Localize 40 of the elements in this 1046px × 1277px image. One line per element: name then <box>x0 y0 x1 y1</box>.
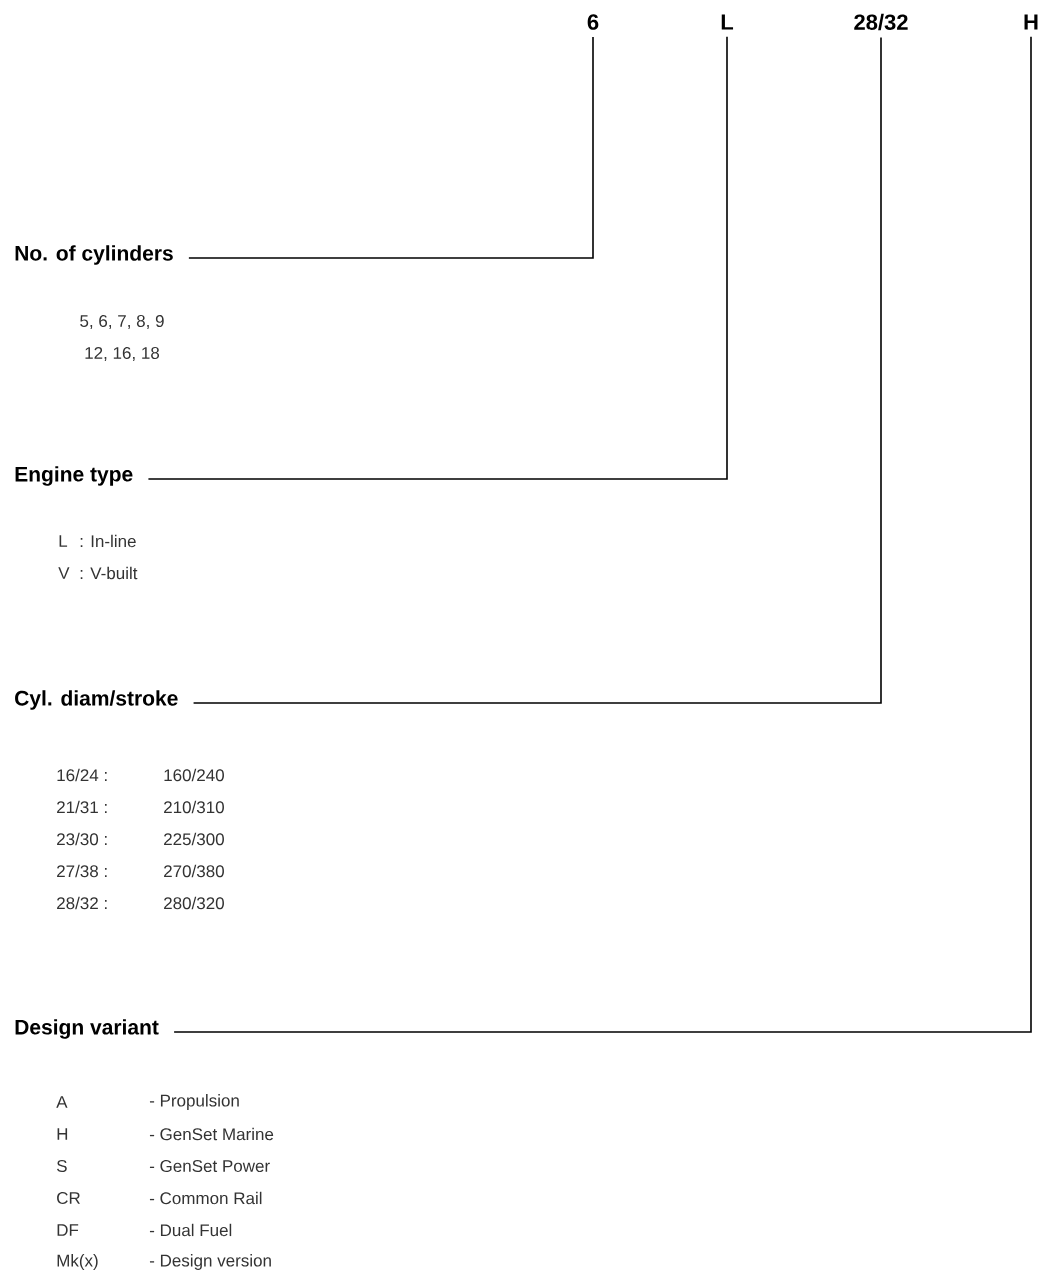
option-text: - Common Rail <box>149 1191 262 1205</box>
leader-line <box>192 36 882 704</box>
option-text: S <box>56 1160 67 1173</box>
option-text: 28/32 : <box>57 896 107 910</box>
option-text: - Propulsion <box>149 1094 239 1110</box>
code-letter: H <box>1024 14 1038 30</box>
option-text: - GenSet Power <box>149 1160 270 1173</box>
option-text: 21/31 : <box>57 800 107 814</box>
option-text: 270/380 <box>164 864 224 878</box>
leader-line <box>173 36 1032 1033</box>
option-text: H <box>57 1128 68 1140</box>
option-text: 160/240 <box>164 768 224 782</box>
option-text: - Design version <box>149 1254 271 1270</box>
option-text: 12, 16, 18 <box>85 347 160 362</box>
code-letter: L <box>721 14 734 30</box>
code-letter: 6 <box>587 14 599 30</box>
leader-line <box>188 36 594 259</box>
option-text: : In-line <box>80 534 136 548</box>
heading: No. of cylinders <box>15 245 173 265</box>
option-text: : V-built <box>80 566 138 580</box>
option-text: CR <box>57 1192 80 1205</box>
heading: Design variant <box>15 1019 159 1039</box>
option-text: 210/310 <box>164 800 224 814</box>
option-text: 27/38 : <box>57 864 107 878</box>
code-letter: 28/32 <box>854 13 908 31</box>
option-text: 5, 6, 7, 8, 9 <box>80 315 164 330</box>
option-text: 23/30 : <box>57 832 107 846</box>
option-text: L <box>59 535 68 547</box>
option-text: 16/24 : <box>57 768 107 782</box>
option-text: A <box>56 1096 68 1108</box>
option-text: - Dual Fuel <box>149 1223 232 1237</box>
leader-line <box>147 36 728 480</box>
option-text: DF <box>57 1224 79 1236</box>
option-text: 280/320 <box>164 896 224 910</box>
option-text: - GenSet Marine <box>149 1127 274 1141</box>
option-text: Mk(x) <box>57 1254 98 1270</box>
option-text: 225/300 <box>164 832 224 846</box>
heading: Cyl. diam/stroke <box>15 690 178 710</box>
option-text: V <box>58 567 70 579</box>
heading: Engine type <box>15 466 133 486</box>
